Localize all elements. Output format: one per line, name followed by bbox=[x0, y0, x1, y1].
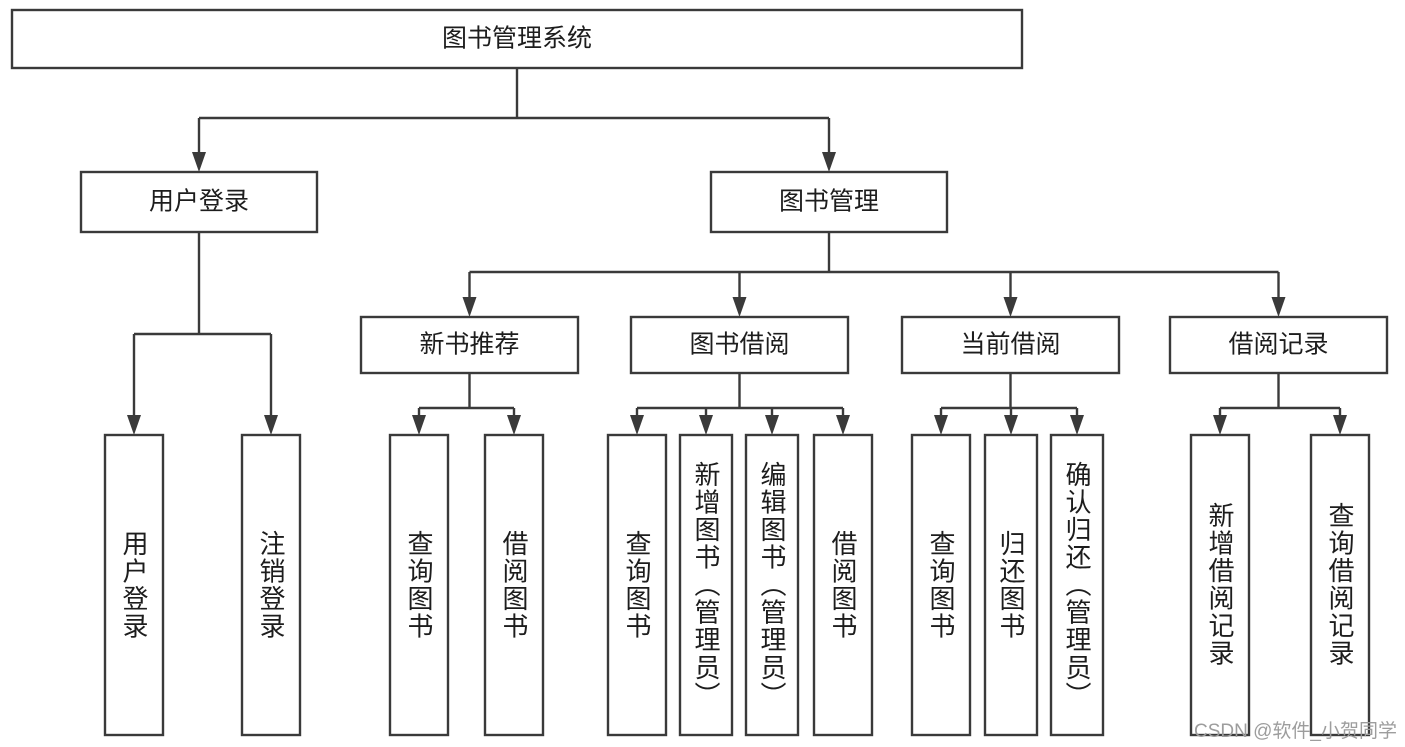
node-label-new-book-rec: 新书推荐 bbox=[419, 331, 519, 359]
connector-borrow-record bbox=[1213, 373, 1347, 435]
node-leaf-user-login[interactable] bbox=[103, 433, 165, 737]
node-leaf-query-book[interactable] bbox=[606, 433, 668, 737]
node-box-leaf-return-book[interactable] bbox=[983, 433, 1039, 737]
node-label-book-borrow: 图书借阅 bbox=[689, 331, 789, 359]
node-box-leaf-logout[interactable] bbox=[240, 433, 302, 737]
node-box-leaf-query-record[interactable] bbox=[1309, 433, 1371, 737]
node-box-current-borrow[interactable] bbox=[900, 315, 1121, 375]
node-box-user-login[interactable] bbox=[79, 170, 319, 234]
node-root[interactable]: 图书管理系统 bbox=[10, 8, 1024, 70]
node-leaf-return-book[interactable] bbox=[983, 433, 1039, 737]
node-leaf-edit-book[interactable] bbox=[744, 433, 800, 737]
node-box-leaf-edit-book[interactable] bbox=[744, 433, 800, 737]
node-user-login[interactable]: 用户登录 bbox=[79, 170, 319, 234]
node-leaf-borrow-book-rec[interactable] bbox=[483, 433, 545, 737]
node-box-leaf-add-record[interactable] bbox=[1189, 433, 1251, 737]
node-box-leaf-query-book-rec[interactable] bbox=[388, 433, 450, 737]
node-leaf-add-record[interactable] bbox=[1189, 433, 1251, 737]
node-leaf-borrow-book[interactable] bbox=[812, 433, 874, 737]
node-book-borrow[interactable]: 图书借阅 bbox=[629, 315, 850, 375]
node-leaf-query-record[interactable] bbox=[1309, 433, 1371, 737]
node-leaf-logout[interactable] bbox=[240, 433, 302, 737]
node-label-book-manage: 图书管理 bbox=[779, 188, 879, 216]
connector-new-book-rec bbox=[412, 373, 521, 435]
node-box-book-borrow[interactable] bbox=[629, 315, 850, 375]
node-label-root: 图书管理系统 bbox=[442, 25, 592, 53]
node-current-borrow[interactable]: 当前借阅 bbox=[900, 315, 1121, 375]
node-box-root[interactable] bbox=[10, 8, 1024, 70]
connector-current-borrow bbox=[934, 373, 1084, 435]
node-label-borrow-record: 借阅记录 bbox=[1228, 331, 1328, 359]
connector-root bbox=[192, 68, 836, 172]
connector-user-login bbox=[127, 232, 278, 435]
node-leaf-confirm-return[interactable] bbox=[1049, 433, 1105, 737]
connector-book-manage bbox=[462, 232, 1286, 317]
node-book-manage[interactable]: 图书管理 bbox=[709, 170, 949, 234]
node-box-leaf-confirm-return[interactable] bbox=[1049, 433, 1105, 737]
node-box-borrow-record[interactable] bbox=[1168, 315, 1389, 375]
connector-book-borrow bbox=[630, 373, 850, 435]
node-box-leaf-query-book[interactable] bbox=[606, 433, 668, 737]
node-box-leaf-borrow-book[interactable] bbox=[812, 433, 874, 737]
node-box-new-book-rec[interactable] bbox=[359, 315, 580, 375]
node-leaf-query-book-rec[interactable] bbox=[388, 433, 450, 737]
node-box-leaf-user-login[interactable] bbox=[103, 433, 165, 737]
node-label-user-login: 用户登录 bbox=[149, 188, 249, 216]
node-leaf-query-book-cur[interactable] bbox=[910, 433, 972, 737]
node-box-leaf-borrow-book-rec[interactable] bbox=[483, 433, 545, 737]
node-new-book-rec[interactable]: 新书推荐 bbox=[359, 315, 580, 375]
connector-layer bbox=[127, 68, 1347, 435]
node-leaf-add-book[interactable] bbox=[678, 433, 734, 737]
node-box-book-manage[interactable] bbox=[709, 170, 949, 234]
node-box-leaf-query-book-cur[interactable] bbox=[910, 433, 972, 737]
node-box-leaf-add-book[interactable] bbox=[678, 433, 734, 737]
node-label-current-borrow: 当前借阅 bbox=[960, 331, 1060, 359]
node-borrow-record[interactable]: 借阅记录 bbox=[1168, 315, 1389, 375]
